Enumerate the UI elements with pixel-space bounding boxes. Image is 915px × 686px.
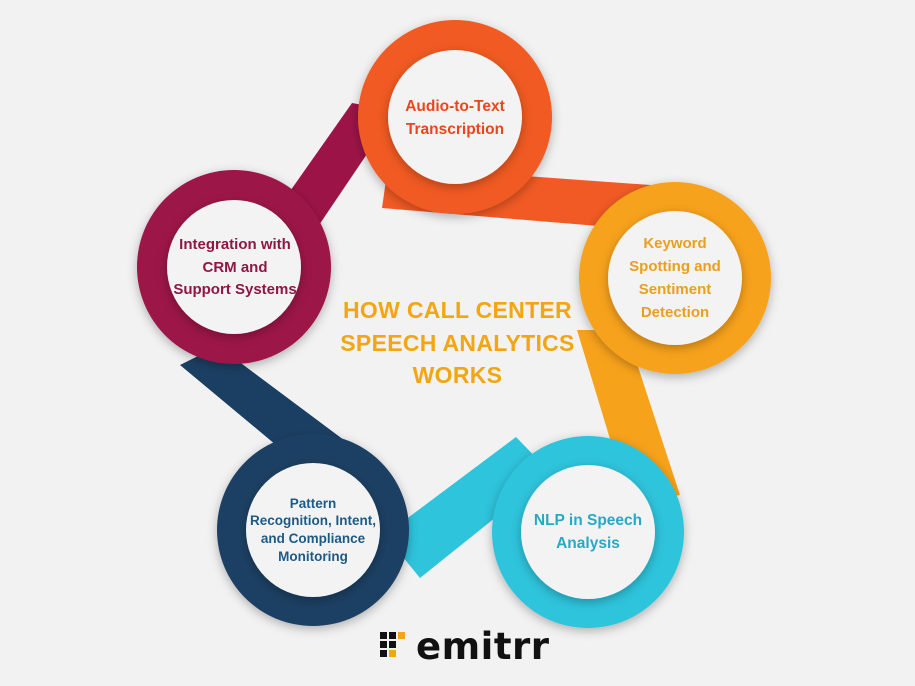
node-pattern	[217, 434, 409, 626]
connector-keyword-to-nlp	[577, 330, 680, 505]
connector-nlp-to-pattern	[385, 437, 551, 578]
emitrr-dot-grid-icon	[380, 632, 405, 657]
title-line-3: WORKS	[412, 362, 503, 389]
logo-wordmark: emitrr	[416, 624, 550, 668]
title-line-1: HOW CALL CENTER	[343, 297, 572, 323]
node-nlp	[492, 436, 684, 628]
node-integration	[137, 170, 331, 364]
node-keyword	[579, 182, 771, 374]
node-transcription	[358, 20, 552, 214]
emitrr-logo: emitrr	[380, 624, 550, 668]
title-line-2: SPEECH ANALYTICS	[340, 329, 575, 356]
diagram-title: HOW CALL CENTER SPEECH ANALYTICS WORKS	[330, 294, 585, 392]
